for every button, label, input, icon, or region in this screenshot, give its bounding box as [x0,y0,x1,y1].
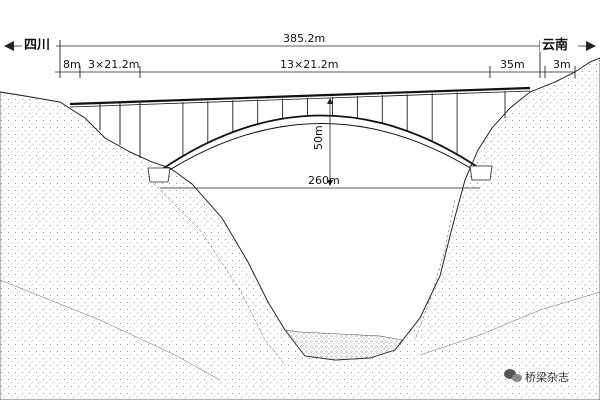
watermark-text: 桥梁杂志 [525,370,569,384]
endpoint-right-label: 云南 [542,37,568,53]
wechat-icon [504,369,522,382]
weathered-line-left [149,179,286,366]
bridge-deck [69,86,531,108]
dim-right-span: 35m [500,58,525,71]
arch-rib-upper [157,114,483,173]
valley-floor-deposit [284,329,403,361]
arch-rib-lower [159,123,481,177]
label-bg-right [540,36,578,52]
stratum-line-right [419,291,600,356]
weathered-line-right [414,199,456,341]
arrow-left-icon [4,41,14,51]
endpoint-left-label: 四川 [24,38,50,53]
spandrel-columns [182,90,506,157]
right-springing [469,165,493,181]
label-bg-left [22,36,56,52]
dim-arch-rise: 50m [312,125,325,150]
left-springing [147,167,171,183]
dim-left-approach: 8m [63,58,81,71]
dim-total: 385.2m [283,32,325,45]
dim-arch-span: 260m [308,174,340,187]
dim-right-approach: 3m [553,58,571,71]
left-approach-piers [99,101,141,158]
dim-left-spans: 3×21.2m [88,58,139,71]
arrow-right-icon [586,41,596,51]
dim-arch-spans: 13×21.2m [280,58,338,71]
stratum-line-left [0,279,221,381]
